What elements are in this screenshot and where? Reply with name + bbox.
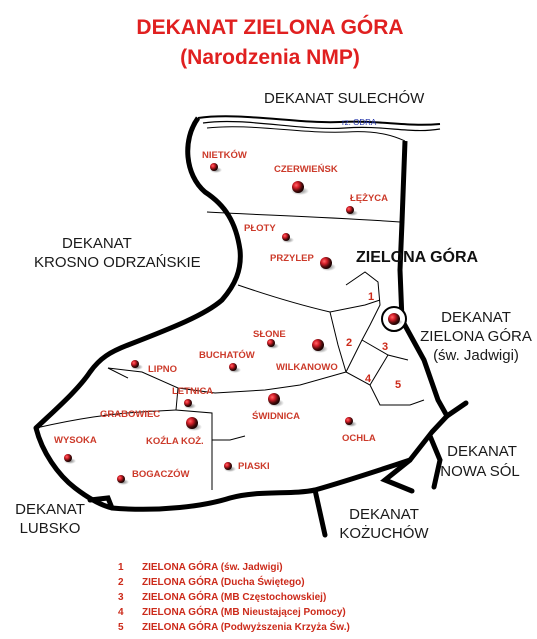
marker-zg-jadwigi[interactable] [388,313,403,325]
label-dekanat-krosno-1: DEKANAT [62,235,132,252]
marker-bogaczow[interactable] [117,475,129,485]
river-odra [197,115,441,142]
label-dekanat-kozuchow-2: KOŻUCHÓW [339,524,429,542]
marker-przylep[interactable] [320,257,336,271]
legend-text-1: ZIELONA GÓRA (św. Jadwigi) [142,560,283,573]
marker-ploty[interactable] [282,233,294,243]
marker-swidnica[interactable] [268,393,284,407]
label-dekanat-kozuchow-1: DEKANAT [349,506,419,523]
label-dekanat-zg-jadwigi-3: (św. Jadwigi) [433,347,519,364]
marker-lezyca[interactable] [346,206,358,216]
legend-num-5: 5 [118,622,124,633]
label-dekanat-lubsko-2: LUBSKO [20,520,81,537]
legend-num-2: 2 [118,577,124,588]
legend-text-3: ZIELONA GÓRA (MB Częstochowskiej) [142,590,326,603]
parish-boundaries [35,211,425,490]
district-number-3: 3 [382,341,388,353]
legend-num-1: 1 [118,562,124,573]
legend-text-4: ZIELONA GÓRA (MB Nieustającej Pomocy) [142,605,346,618]
parish-label-lezyca: ŁĘŻYCA [350,193,388,204]
district-number-1: 1 [368,291,374,303]
marker-ochla[interactable] [345,417,357,427]
marker-buchatow[interactable] [229,363,241,373]
parish-label-slone: SŁONE [253,329,286,340]
marker-wilkanowo[interactable] [312,339,328,353]
parish-label-letnica: LETNICA [172,386,213,397]
label-dekanat-nowa-sol-1: DEKANAT [447,443,517,460]
legend-num-4: 4 [118,607,124,618]
parish-label-ploty: PŁOTY [244,223,276,234]
parish-label-piaski: PIASKI [238,461,270,472]
parish-label-kozla-koz: KOŹLA KOŻ. [146,436,204,447]
parish-label-wilkanowo: WILKANOWO [276,362,338,373]
label-dekanat-zg-jadwigi-2: ZIELONA GÓRA [420,328,532,345]
legend-text-2: ZIELONA GÓRA (Ducha Świętego) [142,575,305,588]
legend: 1 ZIELONA GÓRA (św. Jadwigi) 2 ZIELONA G… [118,560,350,633]
label-dekanat-zg-jadwigi-1: DEKANAT [441,309,511,326]
district-number-5: 5 [395,379,401,391]
parish-label-bogaczow: BOGACZÓW [132,468,190,480]
label-dekanat-krosno-2: KROSNO ODRZAŃSKIE [34,254,201,271]
marker-czerwiensk[interactable] [291,181,309,195]
boundary-stubs [87,400,469,538]
parish-label-swidnica: ŚWIDNICA [252,410,300,422]
marker-lipno[interactable] [131,360,143,370]
parish-label-grabowiec: GRABOWIEC [100,409,160,420]
parish-label-buchatow: BUCHATÓW [199,349,255,361]
marker-piaski[interactable] [224,462,236,472]
map-title: DEKANAT ZIELONA GÓRA [136,15,403,39]
parish-label-ochla: OCHLA [342,433,376,444]
map-subtitle: (Narodzenia NMP) [180,46,360,69]
label-dekanat-nowa-sol-2: NOWA SÓL [440,463,519,480]
marker-wysoka[interactable] [64,454,76,464]
marker-nietkow[interactable] [210,163,222,173]
parish-label-wysoka: WYSOKA [54,435,97,446]
parish-label-nietkow: NIETKÓW [202,149,247,161]
label-dekanat-sulechow: DEKANAT SULECHÓW [264,90,425,107]
parish-label-przylep: PRZYLEP [270,253,314,264]
marker-kozla-koz[interactable] [186,417,202,431]
marker-slone[interactable] [267,339,279,349]
label-dekanat-lubsko-1: DEKANAT [15,501,85,518]
legend-text-5: ZIELONA GÓRA (Podwyższenia Krzyża Św.) [142,620,350,633]
marker-letnica[interactable] [184,399,196,409]
parish-markers [64,163,403,485]
river-label: rz. ODRA [342,118,377,127]
parish-label-czerwiensk: CZERWIEŃSK [274,164,338,175]
parish-label-lipno: LIPNO [148,364,177,375]
district-number-4: 4 [365,373,372,385]
label-city-zielona-gora: ZIELONA GÓRA [356,247,479,266]
legend-num-3: 3 [118,592,124,603]
district-number-2: 2 [346,337,352,349]
